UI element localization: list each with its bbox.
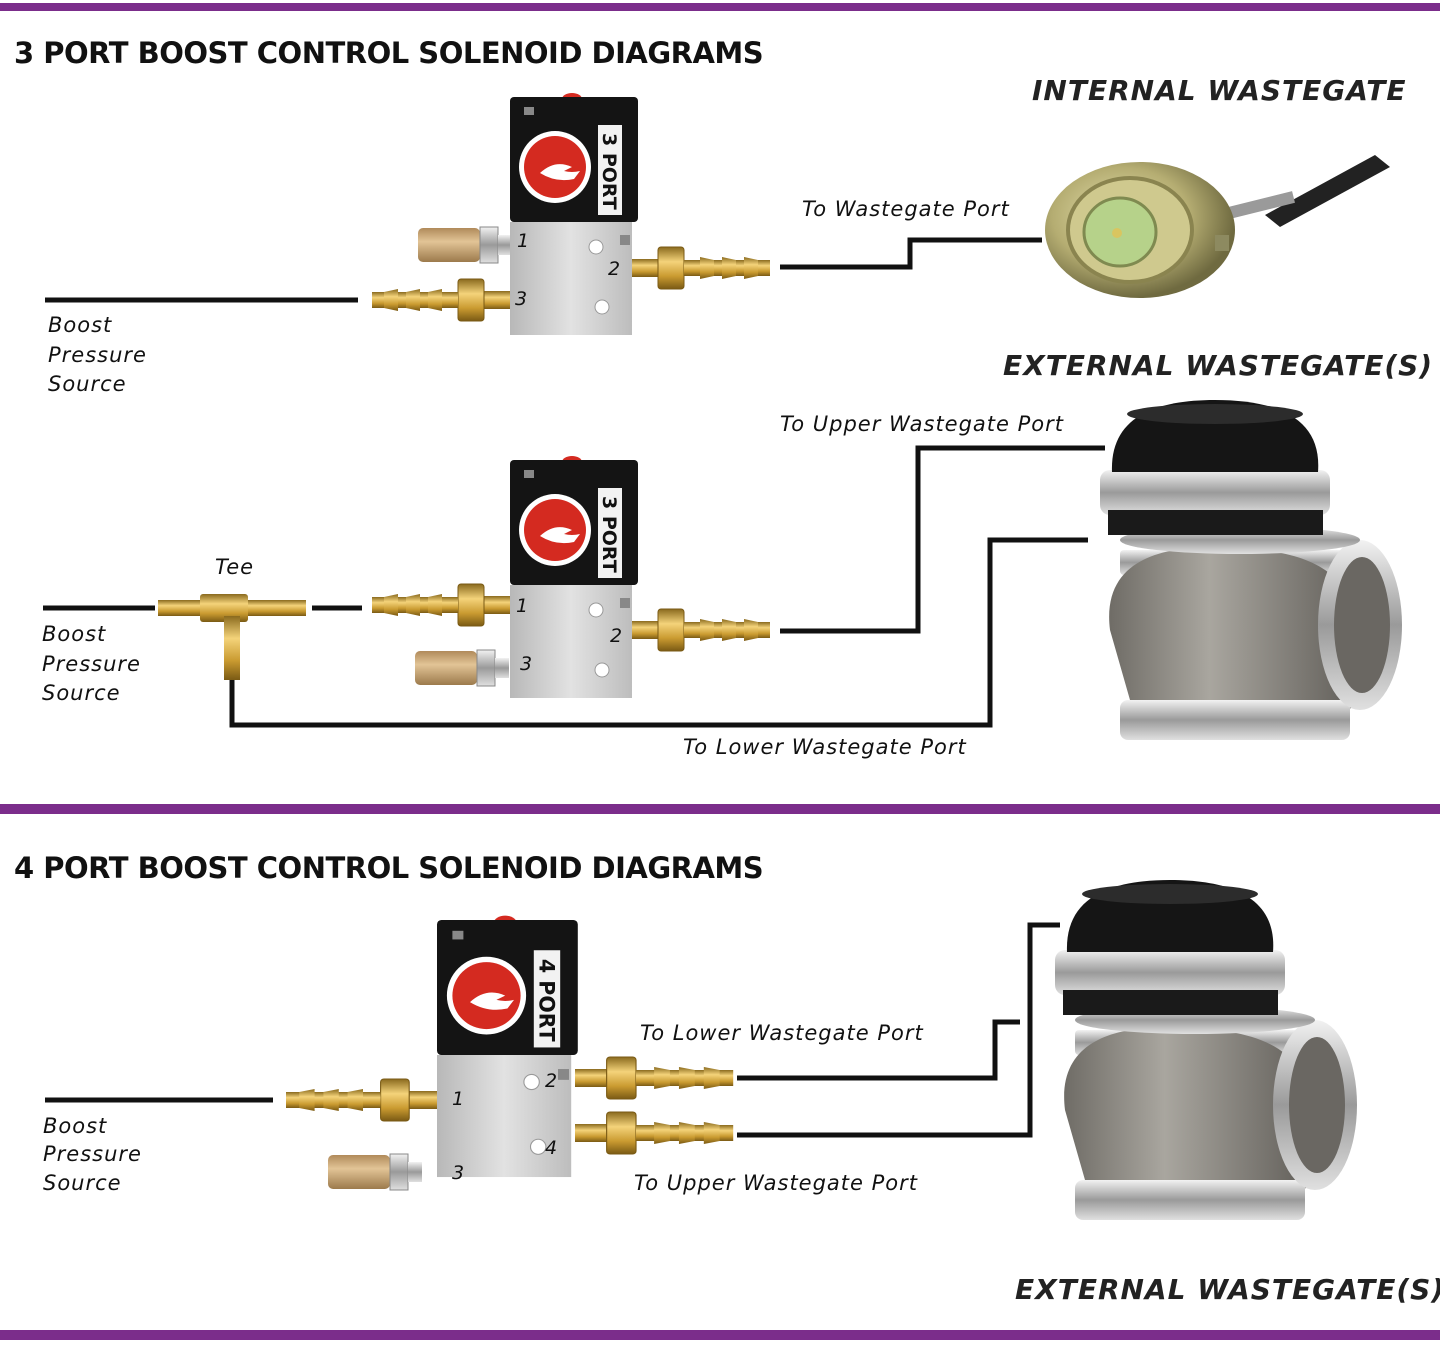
- lower-wastegate-port-label: To Lower Wastegate Port: [683, 735, 967, 759]
- upper-wastegate-port-label: To Upper Wastegate Port: [780, 412, 1064, 436]
- brass-barb-fitting-icon: [629, 608, 771, 652]
- solenoid-4-port-icon: 4 PORT: [436, 915, 579, 1178]
- boost-source-label: Pressure: [42, 652, 141, 676]
- muffler-icon: [414, 649, 510, 687]
- lower-wastegate-port-hose: [229, 537, 1088, 728]
- boost-source-label: Boost: [43, 1114, 107, 1138]
- solenoid-3-port-icon: 3 PORT: [509, 455, 639, 699]
- section2-title: 4 PORT BOOST CONTROL SOLENOID DIAGRAMS: [14, 851, 763, 885]
- boost-source-label: Boost: [42, 622, 106, 646]
- external-wastegate-icon: [1100, 400, 1402, 740]
- tee-fitting-icon: [158, 594, 306, 680]
- brass-barb-fitting-icon: [574, 1111, 734, 1155]
- tee-label: Tee: [215, 555, 254, 579]
- port-2-label: 2: [608, 258, 620, 280]
- lower-wastegate-port-label: To Lower Wastegate Port: [640, 1021, 924, 1045]
- boost-source-label: Source: [42, 681, 121, 705]
- solenoid-label: 3 PORT: [598, 133, 620, 210]
- upper-wastegate-port-hose: [737, 922, 1060, 1138]
- bottom-divider: [0, 1330, 1440, 1340]
- brass-barb-fitting-icon: [371, 583, 513, 627]
- solenoid-3-port-icon: 3 PORT: [509, 92, 639, 336]
- middle-divider: [0, 804, 1440, 814]
- upper-wastegate-port-hose: [780, 445, 1105, 634]
- port-3-label: 3: [520, 653, 532, 675]
- boost-source-label: Pressure: [43, 1142, 142, 1166]
- port-1-label: 1: [452, 1088, 464, 1110]
- section1-title: 3 PORT BOOST CONTROL SOLENOID DIAGRAMS: [14, 36, 763, 70]
- brass-barb-fitting-icon: [371, 278, 513, 322]
- four-port-diagram: 4 PORT 1 2 3 4 Boost Pressure Source To …: [43, 880, 1440, 1306]
- boost-source-label: Pressure: [48, 343, 147, 367]
- muffler-icon: [417, 226, 513, 264]
- port-3-label: 3: [452, 1162, 464, 1184]
- brass-barb-fitting-icon: [574, 1056, 734, 1100]
- wastegate-port-label: To Wastegate Port: [802, 197, 1010, 221]
- solenoid-label: 3 PORT: [598, 496, 620, 573]
- port-2-label: 2: [610, 625, 622, 647]
- port-1-label: 1: [517, 230, 529, 252]
- wastegate-port-hose: [780, 237, 1042, 270]
- lower-wastegate-port-hose: [737, 1019, 1020, 1081]
- brass-barb-fitting-icon: [629, 246, 771, 290]
- external-wastegate-heading: EXTERNAL WASTEGATE(S): [1015, 1273, 1440, 1306]
- top-divider: [0, 3, 1440, 11]
- port-3-label: 3: [515, 288, 527, 310]
- internal-wastegate-actuator-icon: [1043, 153, 1392, 300]
- port-1-label: 1: [516, 595, 528, 617]
- muffler-icon: [327, 1153, 423, 1191]
- brass-barb-fitting-icon: [285, 1078, 441, 1122]
- upper-wastegate-port-label: To Upper Wastegate Port: [634, 1171, 918, 1195]
- external-wastegate-icon: [1055, 880, 1357, 1220]
- internal-wastegate-heading: INTERNAL WASTEGATE: [1032, 74, 1406, 107]
- boost-source-label: Source: [43, 1171, 122, 1195]
- boost-source-label: Source: [48, 372, 127, 396]
- port-4-label: 4: [545, 1137, 557, 1159]
- external-wastegate-heading: EXTERNAL WASTEGATE(S): [1003, 349, 1433, 382]
- solenoid-label: 4 PORT: [534, 959, 558, 1043]
- internal-wastegate-diagram: INTERNAL WASTEGATE 3 PORT 1 2 3 Boost Pr…: [45, 74, 1406, 396]
- external-wastegate-diagram: EXTERNAL WASTEGATE(S) Tee 3 PORT 1 2 3 B…: [42, 349, 1433, 759]
- boost-source-label: Boost: [48, 313, 112, 337]
- port-2-label: 2: [545, 1070, 557, 1092]
